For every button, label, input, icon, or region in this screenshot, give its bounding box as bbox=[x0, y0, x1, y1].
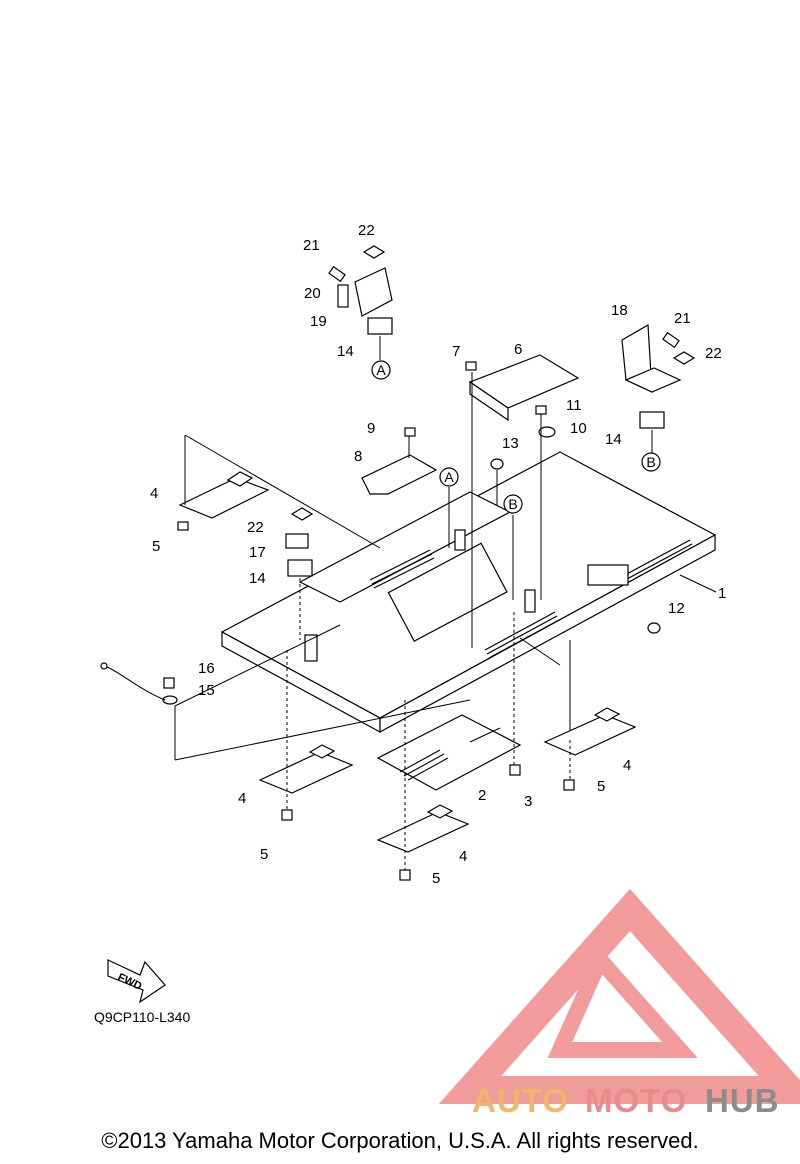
callout-4: 4 bbox=[459, 848, 467, 865]
callout-13: 13 bbox=[502, 435, 519, 452]
callout-14: 14 bbox=[337, 343, 354, 360]
callout-22: 22 bbox=[247, 519, 264, 536]
callout-6: 6 bbox=[514, 341, 522, 358]
mount-assembly-left bbox=[328, 245, 393, 380]
watermark-text: AUTO MOTO HUB bbox=[472, 1082, 780, 1119]
callout-4: 4 bbox=[238, 790, 246, 807]
main-frame bbox=[220, 451, 717, 734]
mount-assembly-right bbox=[621, 323, 696, 472]
callout-3: 3 bbox=[524, 793, 532, 810]
callout-22: 22 bbox=[358, 222, 375, 239]
copyright-notice: ©2013 Yamaha Motor Corporation, U.S.A. A… bbox=[101, 1128, 699, 1153]
callout-21: 21 bbox=[674, 310, 691, 327]
bracket-4-bottom-left bbox=[258, 744, 354, 794]
callout-22: 22 bbox=[705, 345, 722, 362]
callout-15: 15 bbox=[198, 682, 215, 699]
leader-lines bbox=[174, 372, 717, 870]
bracket-4-right bbox=[543, 707, 637, 756]
callout-4: 4 bbox=[623, 757, 631, 774]
bracket-4-top-left bbox=[178, 471, 270, 519]
callout-16: 16 bbox=[198, 660, 215, 677]
callout-4: 4 bbox=[150, 485, 158, 502]
callout-14: 14 bbox=[605, 431, 622, 448]
callout-labels: 1 2 3 4 4 4 4 5 5 5 5 6 7 8 9 10 11 12 1… bbox=[150, 222, 726, 887]
fwd-arrow-icon: FWD bbox=[107, 959, 166, 1004]
callout-7: 7 bbox=[452, 343, 460, 360]
callout-18: 18 bbox=[611, 302, 628, 319]
callout-2: 2 bbox=[478, 787, 486, 804]
ref-mark-b: B bbox=[508, 496, 517, 512]
callout-5: 5 bbox=[260, 846, 268, 863]
watermark-logo bbox=[438, 888, 800, 1104]
callout-9: 9 bbox=[367, 420, 375, 437]
watermark-auto: AUTO bbox=[472, 1082, 569, 1119]
watermark-hub: HUB bbox=[705, 1082, 780, 1119]
callout-5: 5 bbox=[432, 870, 440, 887]
callout-17: 17 bbox=[249, 544, 266, 561]
ref-mark-b: B bbox=[646, 454, 655, 470]
undercover-2 bbox=[376, 714, 522, 791]
cover-plate-6 bbox=[468, 354, 580, 422]
reference-marks: A A B B bbox=[376, 362, 656, 514]
callout-1: 1 bbox=[718, 585, 726, 602]
callout-10: 10 bbox=[570, 420, 587, 437]
callout-20: 20 bbox=[304, 285, 321, 302]
callout-11: 11 bbox=[566, 397, 582, 414]
callout-5: 5 bbox=[152, 538, 160, 555]
drawing-code: Q9CP110-L340 bbox=[94, 1009, 190, 1025]
callout-8: 8 bbox=[354, 448, 362, 465]
bracket-4-bottom-center bbox=[376, 804, 470, 853]
ref-mark-circle bbox=[371, 360, 391, 380]
callout-5: 5 bbox=[597, 778, 605, 795]
ref-mark-a: A bbox=[376, 362, 386, 378]
callout-19: 19 bbox=[310, 313, 327, 330]
mount-assembly-frame bbox=[285, 507, 314, 640]
callout-21: 21 bbox=[303, 237, 320, 254]
callout-12: 12 bbox=[668, 600, 685, 617]
ref-mark-a: A bbox=[444, 469, 454, 485]
callout-14: 14 bbox=[249, 570, 266, 587]
plate-8 bbox=[361, 454, 438, 495]
watermark-moto: MOTO bbox=[585, 1082, 687, 1119]
